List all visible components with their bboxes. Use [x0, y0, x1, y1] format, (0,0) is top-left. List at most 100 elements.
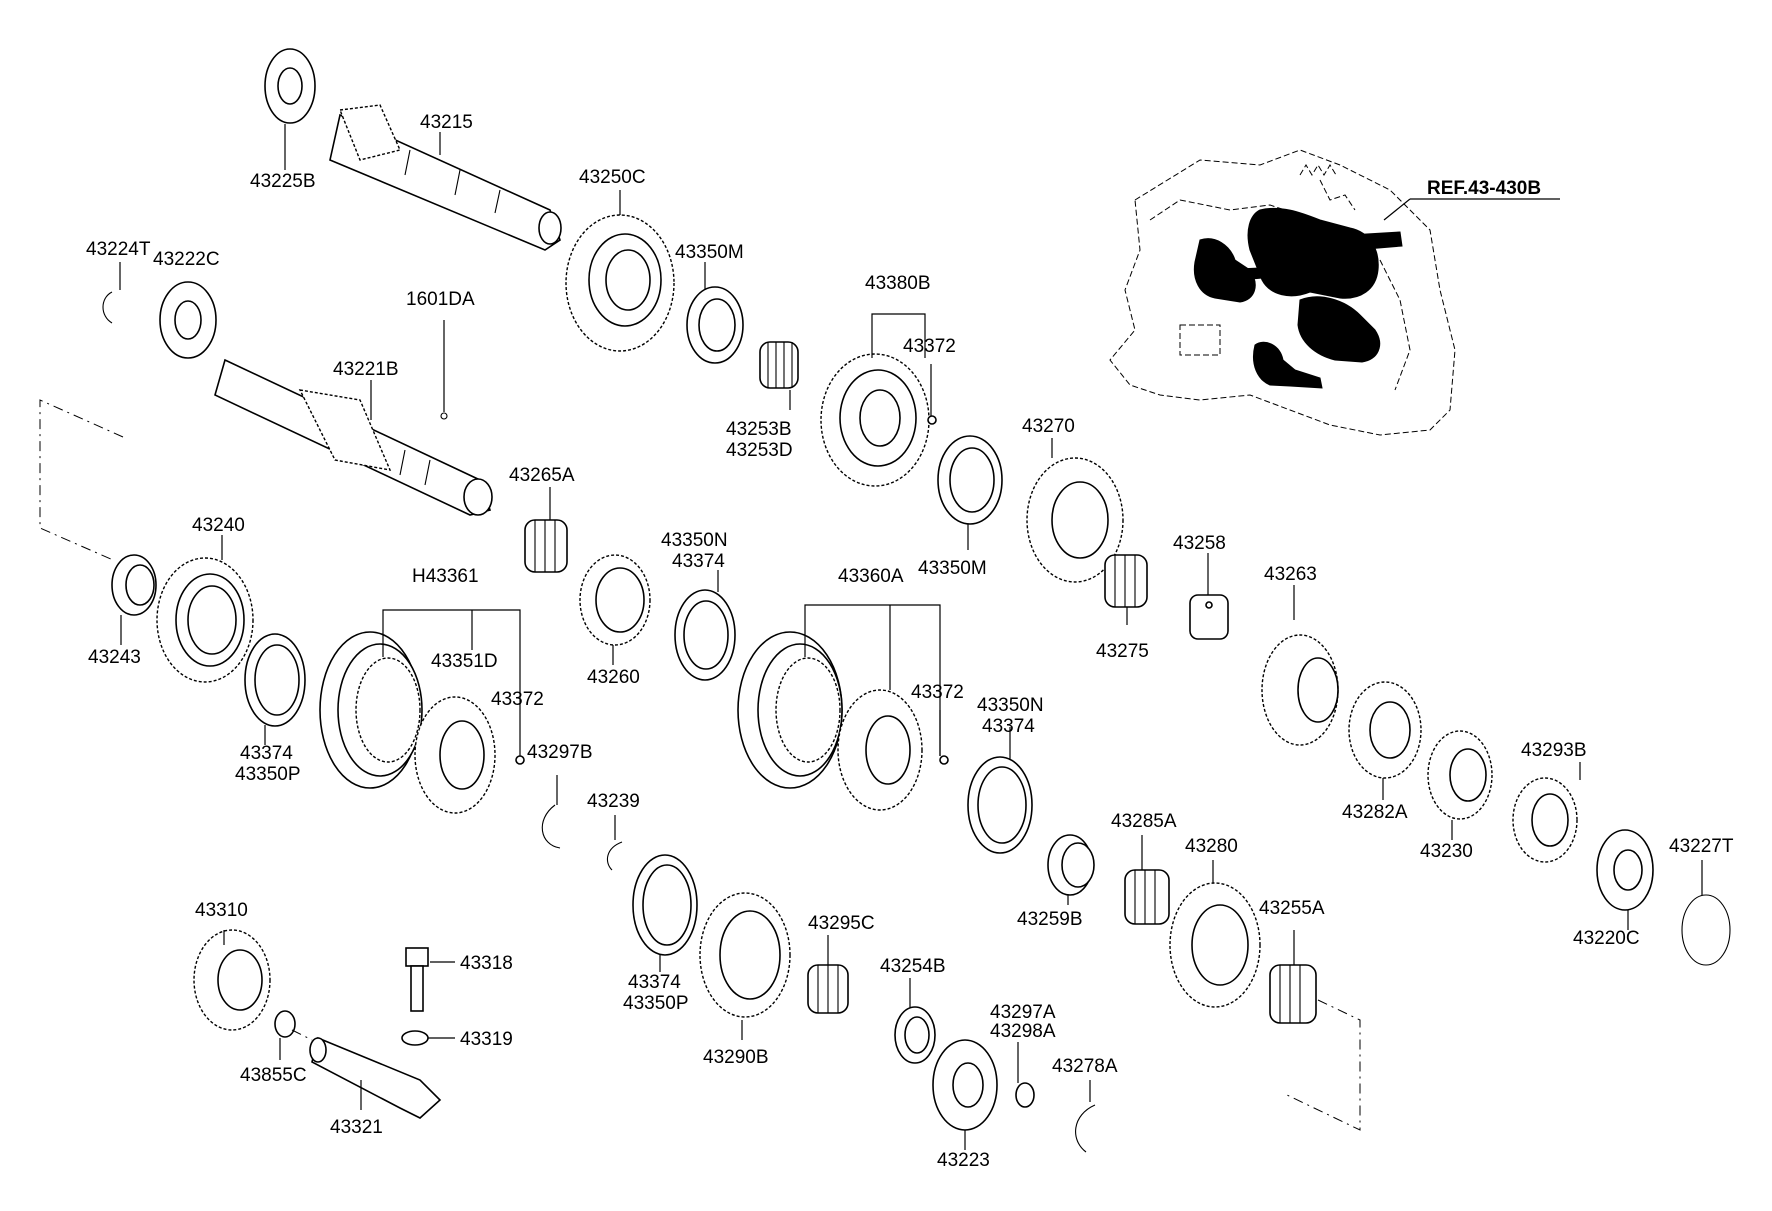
- label-43372-a[interactable]: 43372: [903, 336, 956, 357]
- gear-43310: [193, 929, 271, 1031]
- label-43319[interactable]: 43319: [460, 1029, 513, 1050]
- shaft-43321: [309, 1036, 442, 1119]
- gear-43260: [579, 554, 651, 646]
- key-43372-b: [515, 755, 525, 765]
- alignment-lines: [39, 399, 1361, 1131]
- washer-43319: [401, 1030, 429, 1046]
- label-43255A[interactable]: 43255A: [1259, 898, 1325, 919]
- label-43380B[interactable]: 43380B: [865, 273, 931, 294]
- leader-lines: [119, 124, 1703, 1150]
- label-43293B[interactable]: 43293B: [1521, 740, 1587, 761]
- label-43275[interactable]: 43275: [1096, 641, 1149, 662]
- synchro-sleeve-H43361: [319, 631, 423, 789]
- bearing-43220C: [1596, 829, 1654, 911]
- gear-43290B: [699, 892, 791, 1018]
- label-43298A[interactable]: 43298A: [990, 1021, 1056, 1042]
- label-43263[interactable]: 43263: [1264, 564, 1317, 585]
- gear-43230: [1427, 730, 1493, 820]
- label-43227T[interactable]: 43227T: [1669, 836, 1734, 857]
- gear-43282A: [1348, 681, 1422, 779]
- label-43350P-b[interactable]: 43350P: [623, 993, 689, 1014]
- ring-43297A-43298A: [1015, 1082, 1035, 1108]
- label-43221B[interactable]: 43221B: [333, 359, 399, 380]
- label-1601DA[interactable]: 1601DA: [406, 289, 475, 310]
- label-43259B[interactable]: 43259B: [1017, 909, 1083, 930]
- label-43297A[interactable]: 43297A: [990, 1002, 1056, 1023]
- snap-ring-43239: [606, 841, 623, 871]
- label-43282A[interactable]: 43282A: [1342, 802, 1408, 823]
- label-43360A[interactable]: 43360A: [838, 566, 904, 587]
- label-43350N-b[interactable]: 43350N: [977, 695, 1044, 716]
- snap-ring-43224T: [102, 291, 113, 324]
- label-H43361[interactable]: H43361: [412, 566, 479, 587]
- ring-43374-43350P-b: [632, 854, 698, 956]
- label-43260[interactable]: 43260: [587, 667, 640, 688]
- key-43372-c: [939, 755, 949, 765]
- needle-bearing-43285A: [1124, 869, 1170, 925]
- bushing-43259B: [1047, 834, 1095, 896]
- ring-43374-43350P-a: [244, 633, 306, 727]
- label-43290B[interactable]: 43290B: [703, 1047, 769, 1068]
- label-43374-d[interactable]: 43374: [628, 972, 681, 993]
- synchro-sleeve-43360A: [737, 631, 923, 811]
- snap-ring-43297B: [541, 804, 561, 849]
- needle-bearing-43275: [1104, 554, 1148, 608]
- label-43350M-a[interactable]: 43350M: [675, 242, 744, 263]
- label-43374-c[interactable]: 43374: [240, 743, 293, 764]
- part-labels: 43225B 43215 43250C 43350M 43224T 43222C…: [86, 112, 1734, 1171]
- label-43321[interactable]: 43321: [330, 1117, 383, 1138]
- label-43318[interactable]: 43318: [460, 953, 513, 974]
- label-43372-b[interactable]: 43372: [491, 689, 544, 710]
- bushing-43258: [1189, 594, 1229, 640]
- gear-43240: [156, 557, 254, 683]
- label-43250C[interactable]: 43250C: [579, 167, 646, 188]
- needle-bearing-43255A: [1269, 964, 1317, 1024]
- gear-43280: [1169, 882, 1261, 1008]
- label-43374-b[interactable]: 43374: [982, 716, 1035, 737]
- label-43278A[interactable]: 43278A: [1052, 1056, 1118, 1077]
- label-43253B[interactable]: 43253B: [726, 419, 792, 440]
- gear-43293B: [1512, 777, 1578, 863]
- label-43225B[interactable]: 43225B: [250, 171, 316, 192]
- label-43372-c[interactable]: 43372: [911, 682, 964, 703]
- label-43350N-a[interactable]: 43350N: [661, 530, 728, 551]
- label-43254B[interactable]: 43254B: [880, 956, 946, 977]
- label-43243[interactable]: 43243: [88, 647, 141, 668]
- bearing-43222C: [159, 281, 217, 359]
- snap-ring-43855C: [274, 1010, 296, 1038]
- shaft-43221B: [214, 358, 493, 516]
- label-43350M-b[interactable]: 43350M: [918, 558, 987, 579]
- label-43230[interactable]: 43230: [1420, 841, 1473, 862]
- needle-bearing-43253B: [759, 341, 799, 389]
- label-43270[interactable]: 43270: [1022, 416, 1075, 437]
- ring-43350M-a: [686, 286, 744, 364]
- label-43220C[interactable]: 43220C: [1573, 928, 1640, 949]
- label-43295C[interactable]: 43295C: [808, 913, 875, 934]
- ring-43374-43350N-b: [967, 756, 1033, 854]
- label-43265A[interactable]: 43265A: [509, 465, 575, 486]
- ref-leader-line: [1383, 198, 1411, 221]
- key-43372-a: [927, 415, 937, 425]
- label-43374-a[interactable]: 43374: [672, 551, 725, 572]
- needle-bearing-43295C: [807, 964, 849, 1014]
- label-43350P-a[interactable]: 43350P: [235, 764, 301, 785]
- label-43855C[interactable]: 43855C: [240, 1065, 307, 1086]
- label-43222C[interactable]: 43222C: [153, 249, 220, 270]
- label-43280[interactable]: 43280: [1185, 836, 1238, 857]
- label-43258[interactable]: 43258: [1173, 533, 1226, 554]
- label-43310[interactable]: 43310: [195, 900, 248, 921]
- label-43253D[interactable]: 43253D: [726, 440, 793, 461]
- label-43351D[interactable]: 43351D: [431, 651, 498, 672]
- label-43285A[interactable]: 43285A: [1111, 811, 1177, 832]
- snap-ring-43278A: [1075, 1104, 1096, 1153]
- label-43240[interactable]: 43240: [192, 515, 245, 536]
- ref-label[interactable]: REF.43-430B: [1427, 178, 1541, 199]
- label-43297B[interactable]: 43297B: [527, 742, 593, 763]
- plug-1601DA: [440, 412, 448, 420]
- label-43224T[interactable]: 43224T: [86, 239, 151, 260]
- label-43215[interactable]: 43215: [420, 112, 473, 133]
- ring-43374-43350N: [674, 589, 736, 681]
- label-43223[interactable]: 43223: [937, 1150, 990, 1171]
- label-43239[interactable]: 43239: [587, 791, 640, 812]
